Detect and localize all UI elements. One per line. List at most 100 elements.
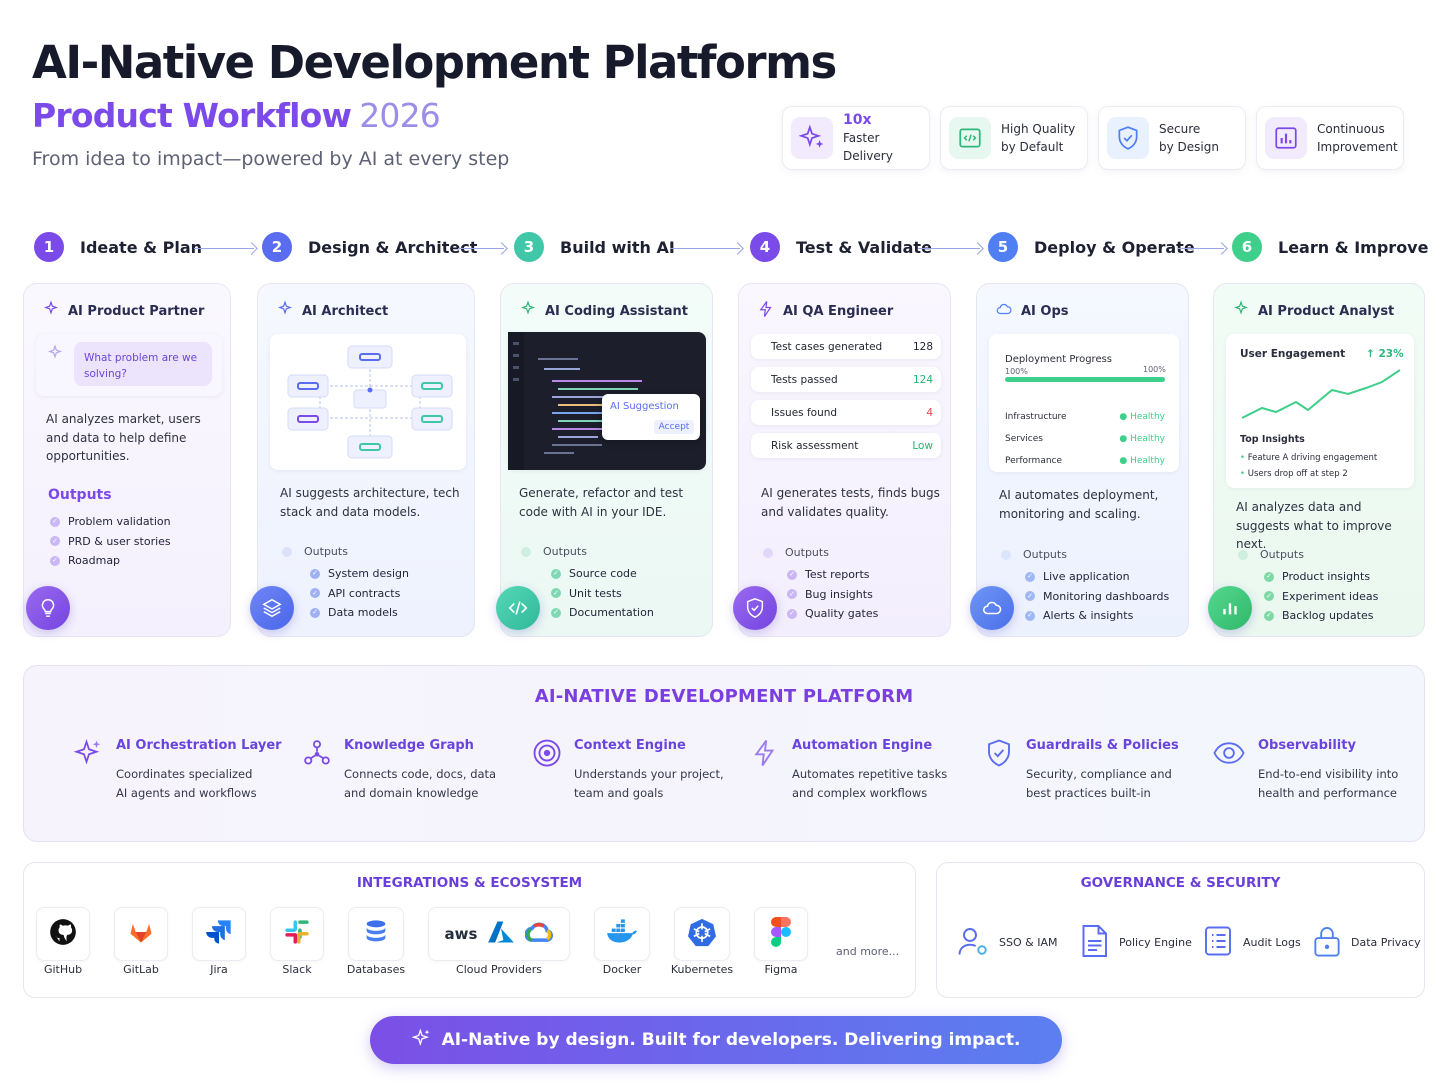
integration-label: Figma (764, 963, 798, 976)
google-cloud-icon (524, 920, 554, 948)
code-editor: AI Suggestion Accept (508, 332, 706, 470)
lock-icon (1311, 923, 1343, 962)
integration-label: Cloud Providers (456, 963, 542, 976)
page-title: AI-Native Development Platforms (32, 36, 837, 89)
card-title: AI Product Partner (68, 303, 205, 319)
integration-label: Kubernetes (670, 963, 734, 976)
shield-icon (1107, 117, 1149, 159)
suggestion-label: AI Suggestion (610, 401, 679, 412)
sparkle-icon (411, 1027, 432, 1053)
question-panel: What problem are we solving? (36, 334, 222, 396)
jira-tile[interactable] (192, 907, 246, 961)
slack-tile[interactable] (270, 907, 324, 961)
governance-item-data-privacy: Data Privacy (1311, 923, 1421, 962)
check-icon: ✓ (1025, 610, 1035, 621)
outputs-heading: Outputs (48, 487, 112, 503)
gitlab-icon (127, 918, 155, 950)
card-header: AI QA Engineer (757, 300, 893, 322)
list-item: ✓Monitoring dashboards (1025, 587, 1169, 607)
figma-tile[interactable] (754, 907, 808, 961)
outputs-heading: Outputs (763, 546, 829, 559)
platform-item-desc: Understands your project,team and goals (574, 767, 724, 800)
graph-nodes-icon (302, 738, 332, 768)
check-icon: ✓ (310, 568, 320, 579)
cloud-providers-tile[interactable]: aws (428, 907, 570, 961)
list-item: ✓API contracts (310, 584, 409, 604)
outputs-list: ✓System design ✓API contracts ✓Data mode… (310, 564, 409, 623)
more-integrations-link[interactable]: and more... (836, 945, 900, 958)
badge-title: 10x (843, 112, 872, 128)
engagement-label: User Engagement (1240, 348, 1346, 360)
lightning-icon (750, 738, 780, 768)
service-row: Infrastructure● Healthy (1005, 412, 1165, 422)
figma-icon (771, 917, 791, 951)
bullet-icon (1001, 549, 1011, 560)
progress-end: 100% (1143, 365, 1166, 374)
check-icon: ✓ (1264, 591, 1274, 602)
layers-icon (250, 586, 294, 630)
card-description: AI analyzes data and suggests what to im… (1236, 500, 1392, 551)
accept-button[interactable]: Accept (654, 420, 694, 434)
card-header: AI Product Partner (42, 300, 204, 322)
check-icon: ✓ (1025, 591, 1035, 602)
card-description: Generate, refactor and test code with AI… (519, 486, 684, 519)
list-item: ✓Backlog updates (1264, 606, 1378, 626)
list-item: ✓System design (310, 564, 409, 584)
bottom-banner: AI-Native by design. Built for developer… (370, 1016, 1062, 1064)
insights-title: Top Insights (1240, 434, 1305, 445)
eye-icon (1212, 738, 1246, 768)
list-item: • Users drop off at step 2 (1240, 469, 1348, 479)
check-icon: ✓ (787, 589, 797, 600)
step-label: Deploy & Operate (1034, 237, 1195, 257)
databases-tile[interactable] (348, 907, 404, 961)
card-description: AI analyzes market, users and data to he… (46, 412, 201, 463)
step-arrow (458, 248, 504, 249)
card-title: AI Coding Assistant (545, 303, 688, 319)
step-number: 2 (262, 232, 292, 262)
engagement-trend-icon (1241, 369, 1401, 419)
platform-item-title: AI Orchestration Layer (116, 738, 282, 753)
outputs-list: ✓Source code ✓Unit tests ✓Documentation (551, 564, 654, 623)
integration-label: GitLab (123, 963, 159, 976)
list-item: ✓Roadmap (50, 551, 171, 571)
list-item: ✓Live application (1025, 567, 1169, 587)
docker-icon (606, 919, 638, 949)
integrations-heading: INTEGRATIONS & ECOSYSTEM (356, 875, 583, 891)
outputs-heading: Outputs (282, 545, 348, 558)
platform-item-title: Guardrails & Policies (1026, 738, 1179, 753)
check-icon: ✓ (551, 588, 561, 599)
architecture-diagram (270, 334, 466, 470)
target-icon (532, 738, 562, 768)
service-status-list: Infrastructure● Healthy Services● Health… (1005, 406, 1165, 472)
platform-item-title: Automation Engine (792, 738, 933, 753)
gitlab-tile[interactable] (114, 907, 168, 961)
check-icon: ✓ (1025, 571, 1035, 582)
kubernetes-tile[interactable] (674, 907, 730, 961)
subtitle-main: Product Workflow (32, 96, 352, 135)
list-item: ✓Quality gates (787, 604, 878, 624)
kubernetes-icon (687, 917, 717, 951)
platform-item-title: Knowledge Graph (344, 738, 474, 753)
service-row: Performance● Healthy (1005, 456, 1165, 466)
list-item: ✓Documentation (551, 603, 654, 623)
step-arrow (670, 248, 740, 249)
check-icon: ✓ (1264, 571, 1274, 582)
docker-tile[interactable] (594, 907, 650, 961)
database-icon (362, 918, 390, 950)
sparkle-icon (46, 344, 64, 366)
github-tile[interactable] (36, 907, 90, 961)
list-item: ✓Source code (551, 564, 654, 584)
lightning-icon (757, 300, 775, 322)
